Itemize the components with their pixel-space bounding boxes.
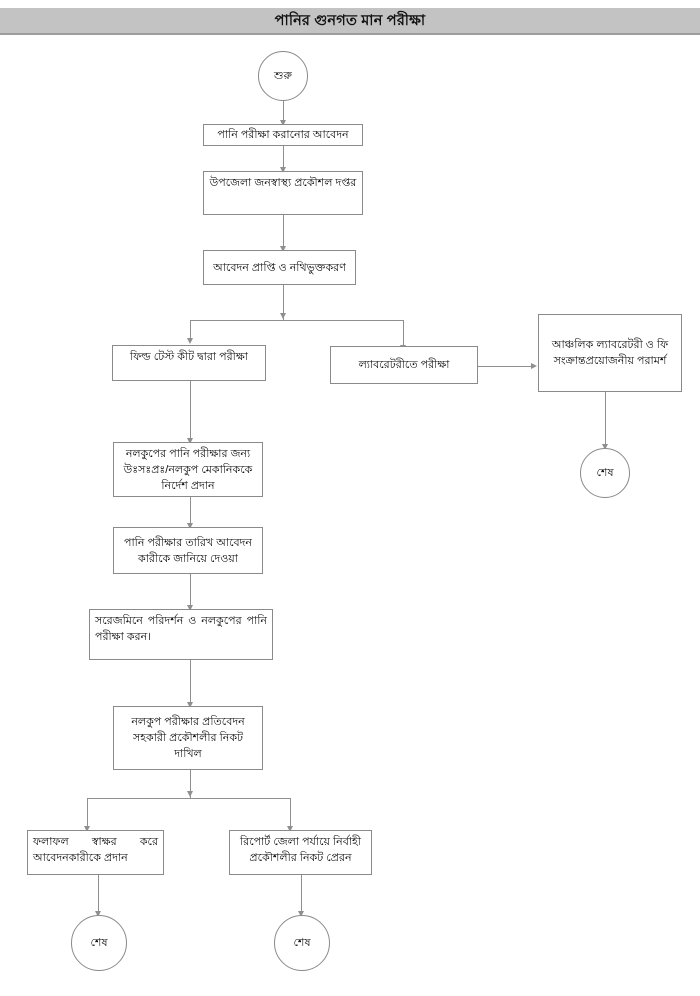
node-end-result-label: শেষ	[90, 936, 108, 949]
node-end-regional-label: শেষ	[596, 466, 614, 479]
node-inform-date[interactable]: পানি পরীক্ষার তারিখ আবেদন কারীকে জানিয়ে…	[113, 527, 263, 574]
connector-district-to-end	[301, 875, 302, 915]
arrowhead-regional-lab	[531, 362, 537, 369]
node-office[interactable]: উপজেলা জনস্বাস্থ্য প্রকৌশল দপ্তর	[203, 171, 363, 215]
connector-split-left-drop	[190, 320, 191, 339]
arrowhead-inform-date	[186, 523, 193, 529]
node-field-test-label: ফিল্ড টেস্ট কীট দ্বারা পরীক্ষা	[130, 351, 248, 363]
arrowhead-field-test	[186, 338, 193, 344]
node-site-visit-label: সরেজমিনে পরিদর্শন ও নলকুপের পানি পরীক্ষা…	[95, 615, 267, 643]
connector-split-bar-upper	[190, 320, 404, 321]
connector-split-bar-lower	[87, 798, 291, 799]
connector-application-to-office	[283, 146, 284, 171]
node-give-result[interactable]: ফলাফল স্বাক্ষর করে আবেদনকারীকে প্রদান	[27, 830, 164, 875]
connector-site-to-report	[190, 660, 191, 706]
node-start[interactable]: শুরু	[258, 51, 308, 101]
node-application-label: পানি পরীক্ষা করানোর আবেদন	[217, 129, 349, 141]
arrowhead-application	[279, 120, 286, 126]
title-bar: পানির গুনগত মান পরীক্ষা	[0, 8, 700, 35]
connector-field-to-instruct	[190, 381, 191, 442]
arrowhead-receipt	[279, 246, 286, 252]
connector-split-bottom-left-drop	[87, 798, 88, 830]
connector-lab-to-regional	[478, 366, 532, 367]
node-inform-date-label: পানি পরীক্ষার তারিখ আবেদন কারীকে জানিয়ে…	[124, 536, 252, 565]
node-end-result[interactable]: শেষ	[71, 915, 127, 971]
node-end-district[interactable]: শেষ	[274, 915, 330, 971]
connector-inform-to-site	[190, 574, 191, 609]
connector-receipt-down	[283, 285, 284, 321]
arrowhead-split-bottom-center	[186, 791, 193, 797]
arrowhead-site-visit	[186, 605, 193, 611]
connector-start-to-application	[283, 101, 284, 124]
node-send-district[interactable]: রিপোর্ট জেলা পর্যায়ে নির্বাহী প্রকৌশলীর…	[229, 830, 372, 875]
connector-split-right-drop	[403, 320, 404, 346]
arrowhead-end-district	[297, 911, 304, 917]
connector-result-to-end	[98, 875, 99, 915]
node-regional-lab-label: আঞ্চলিক ল্যাবরেটরী ও ফি সংক্রান্তপ্রয়োজ…	[551, 339, 669, 367]
node-site-visit[interactable]: সরেজমিনে পরিদর্শন ও নলকুপের পানি পরীক্ষা…	[89, 609, 273, 660]
arrowhead-send-district	[286, 826, 293, 832]
node-instruct-mechanic[interactable]: নলকুপের পানি পরীক্ষার জন্য উঃসঃপ্রঃ/নলকু…	[113, 442, 263, 497]
connector-regional-to-end	[605, 392, 606, 448]
node-regional-lab[interactable]: আঞ্চলিক ল্যাবরেটরী ও ফি সংক্রান্তপ্রয়োজ…	[538, 314, 682, 392]
arrowhead-office	[279, 167, 286, 173]
node-start-label: শুরু	[274, 69, 292, 82]
arrowhead-end-result	[94, 911, 101, 917]
arrowhead-split-center	[279, 313, 286, 319]
connector-office-to-receipt	[283, 215, 284, 250]
node-submit-report-label: নলকুপ পরীক্ষার প্রতিবেদন সহকারী প্রকৌশলী…	[131, 716, 245, 760]
node-submit-report[interactable]: নলকুপ পরীক্ষার প্রতিবেদন সহকারী প্রকৌশলী…	[113, 706, 263, 770]
arrowhead-give-result	[83, 826, 90, 832]
node-end-regional[interactable]: শেষ	[580, 448, 630, 498]
arrowhead-end-regional	[601, 444, 608, 450]
node-receipt[interactable]: আবেদন প্রাপ্তি ও নথিভুক্তকরণ	[203, 250, 356, 285]
node-instruct-mechanic-label: নলকুপের পানি পরীক্ষার জন্য উঃসঃপ্রঃ/নলকু…	[123, 448, 253, 492]
arrowhead-submit-report	[186, 702, 193, 708]
node-application[interactable]: পানি পরীক্ষা করানোর আবেদন	[203, 124, 363, 146]
node-receipt-label: আবেদন প্রাপ্তি ও নথিভুক্তকরণ	[213, 261, 346, 274]
page-title: পানির গুনগত মান পরীক্ষা	[274, 13, 426, 29]
arrowhead-instruct-mechanic	[186, 438, 193, 444]
node-lab-test-label: ল্যাবরেটরীতে পরীক্ষা	[358, 359, 450, 371]
connector-instruct-to-inform	[190, 497, 191, 527]
connector-report-down	[190, 770, 191, 798]
connector-split-bottom-right-drop	[290, 798, 291, 830]
node-office-label: উপজেলা জনস্বাস্থ্য প্রকৌশল দপ্তর	[209, 177, 357, 189]
node-lab-test[interactable]: ল্যাবরেটরীতে পরীক্ষা	[330, 346, 478, 384]
node-send-district-label: রিপোর্ট জেলা পর্যায়ে নির্বাহী প্রকৌশলীর…	[240, 836, 361, 864]
node-end-district-label: শেষ	[293, 936, 311, 949]
node-field-test[interactable]: ফিল্ড টেস্ট কীট দ্বারা পরীক্ষা	[112, 345, 266, 381]
node-give-result-label: ফলাফল স্বাক্ষর করে আবেদনকারীকে প্রদান	[33, 836, 158, 864]
